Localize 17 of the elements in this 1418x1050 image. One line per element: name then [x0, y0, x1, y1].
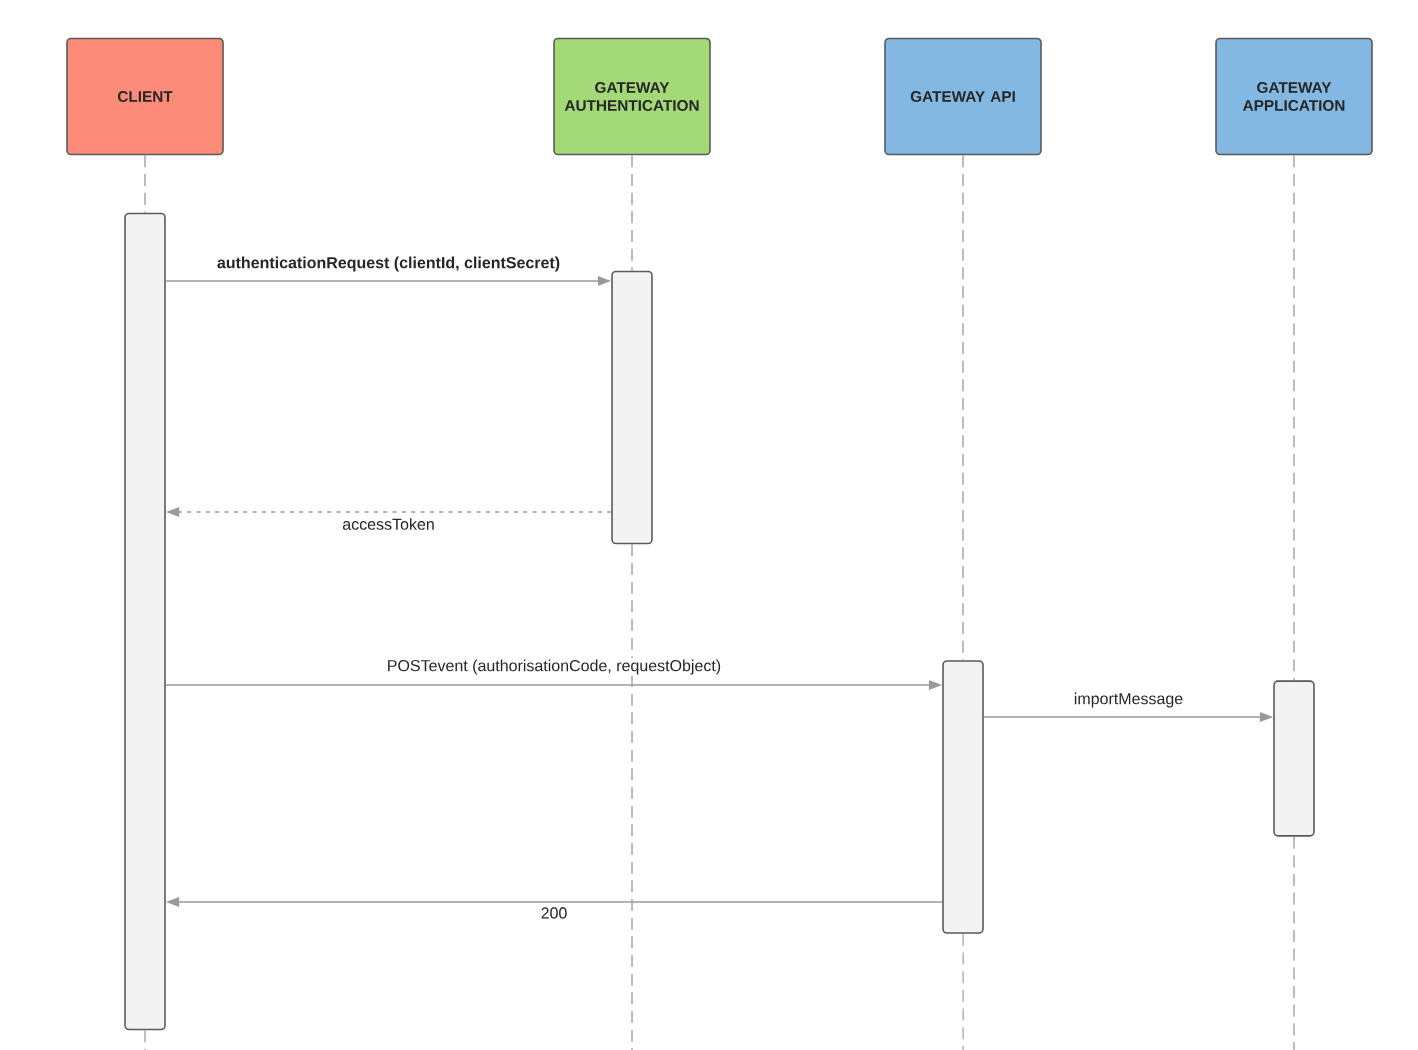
participant-box: GATEWAY AUTHENTICATION [553, 37, 711, 156]
edge-label: POSTevent (authorisationCode, requestObject) [385, 658, 723, 676]
lifeline [1293, 154, 1295, 682]
lifeline [962, 154, 964, 661]
edge-label: accessToken [340, 516, 437, 532]
edge-label: importMessage [1072, 691, 1185, 709]
edge-label: 200 [539, 906, 569, 920]
activation-bar [942, 660, 984, 934]
activation-bar [611, 270, 653, 545]
edge-label: authenticationRequest (clientId, clientSecret) [215, 255, 562, 273]
lifeline [144, 154, 146, 214]
participant-box: CLIENT [66, 37, 224, 156]
activation-bar [1273, 680, 1315, 837]
participant-box: GATEWAY APPLICATION [1215, 37, 1373, 156]
lifeline [631, 154, 633, 272]
activation-bar [124, 212, 166, 1031]
participant-box: GATEWAY API [884, 37, 1042, 156]
